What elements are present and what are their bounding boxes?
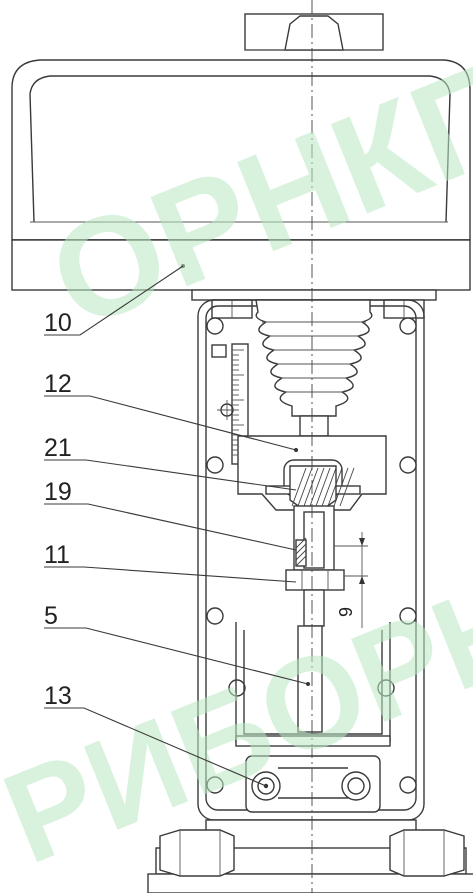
callout-21: 21 [44, 434, 72, 462]
bolt-head [341, 771, 371, 801]
callout-19: 19 [44, 478, 72, 506]
valve-stem-assembly [285, 505, 345, 733]
frame-bolt [399, 456, 417, 474]
callout-11: 11 [44, 541, 70, 569]
callout-12: 12 [44, 370, 72, 398]
bottom-bolts [245, 755, 381, 813]
base-plate [147, 819, 473, 893]
callout-13: 13 [44, 682, 72, 710]
frame-bolt [206, 317, 224, 335]
callout-leaders [44, 265, 309, 787]
bellows-boot [255, 299, 373, 437]
adjusting-nut [285, 569, 345, 591]
frame-bolt [206, 607, 224, 625]
frame-bolt [399, 317, 417, 335]
top-knob [244, 13, 384, 51]
frame-bolt [206, 776, 224, 794]
lower-guide [235, 622, 391, 747]
hex-nut [389, 829, 465, 877]
frame-bolt [206, 456, 224, 474]
frame-bolt [399, 776, 417, 794]
callout-5: 5 [44, 602, 58, 630]
dimension-mark: 9 [334, 532, 368, 628]
hex-nut [159, 829, 235, 877]
actuator-cover [11, 59, 471, 291]
mounting-flange [191, 289, 437, 319]
frame-bolt [228, 679, 246, 697]
lock-nut [295, 539, 307, 567]
frame-bolt [399, 607, 417, 625]
callout-10: 10 [44, 309, 72, 337]
dimension-label: 9 [336, 607, 356, 617]
coupling-block [237, 435, 387, 511]
